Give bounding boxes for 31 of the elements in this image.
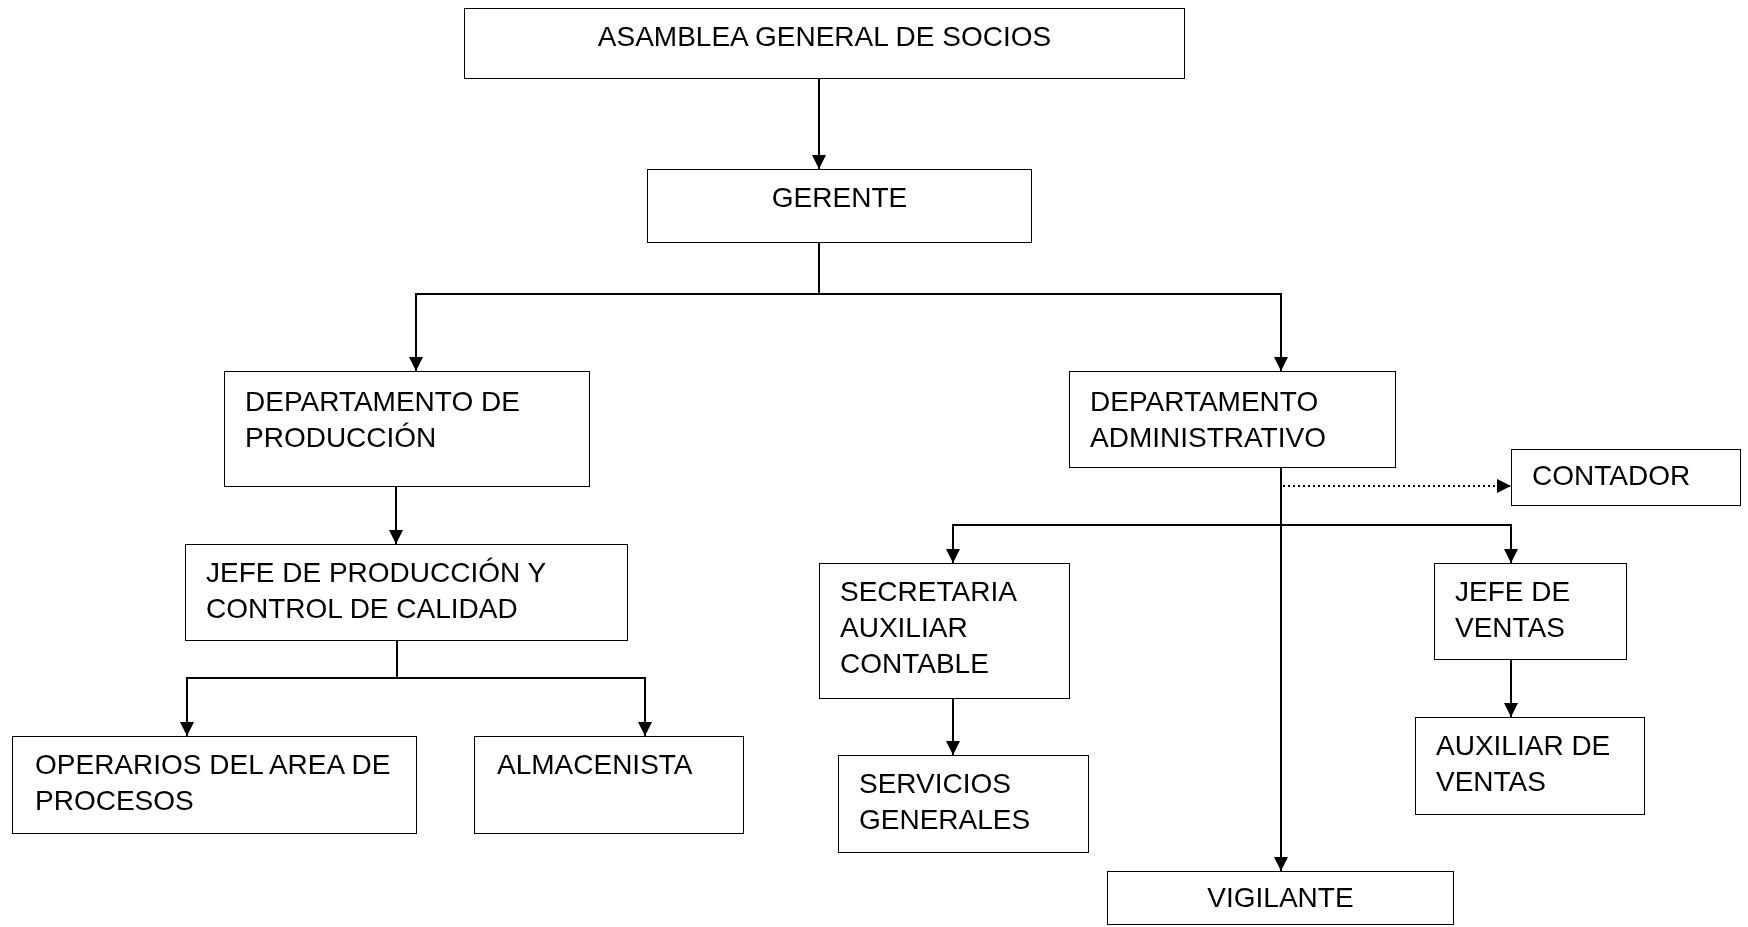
- arrow: [946, 698, 960, 756]
- org-box: [1434, 563, 1627, 660]
- box-label: JEFE DE PRODUCCIÓN Y CONTROL DE CALIDAD: [206, 556, 547, 626]
- org-box: [1069, 371, 1396, 468]
- box-label: GERENTE: [770, 181, 909, 215]
- arrow: [812, 78, 826, 170]
- org-box: [12, 736, 417, 834]
- box-label: CONTADOR: [1532, 459, 1692, 493]
- box-label: OPERARIOS DEL AREA DE PROCESOS: [35, 748, 392, 818]
- org-box: [464, 8, 1185, 79]
- org-box: [224, 371, 590, 487]
- box-label: ALMACENISTA: [497, 748, 694, 782]
- org-box: [838, 755, 1089, 853]
- org-box: [474, 736, 744, 834]
- box-label: JEFE DE VENTAS: [1455, 575, 1572, 645]
- org-box: [647, 169, 1032, 243]
- box-label: AUXILIAR DE VENTAS: [1436, 729, 1612, 799]
- org-box: [1415, 717, 1645, 815]
- box-label: VIGILANTE: [1206, 881, 1355, 915]
- box-label: SECRETARIA AUXILIAR CONTABLE: [840, 575, 1017, 681]
- box-label: DEPARTAMENTO ADMINISTRATIVO: [1090, 385, 1327, 455]
- arrow: [1504, 659, 1518, 718]
- box-label: SERVICIOS GENERALES: [859, 767, 1032, 837]
- org-box: [1511, 449, 1741, 506]
- arrow: [389, 486, 403, 545]
- arrow: [396, 640, 652, 737]
- box-label: DEPARTAMENTO DE PRODUCCIÓN: [245, 385, 521, 455]
- org-box: [1107, 871, 1454, 925]
- org-box: [819, 563, 1070, 699]
- org-box: [185, 544, 628, 641]
- box-label: ASAMBLEA GENERAL DE SOCIOS: [596, 20, 1053, 54]
